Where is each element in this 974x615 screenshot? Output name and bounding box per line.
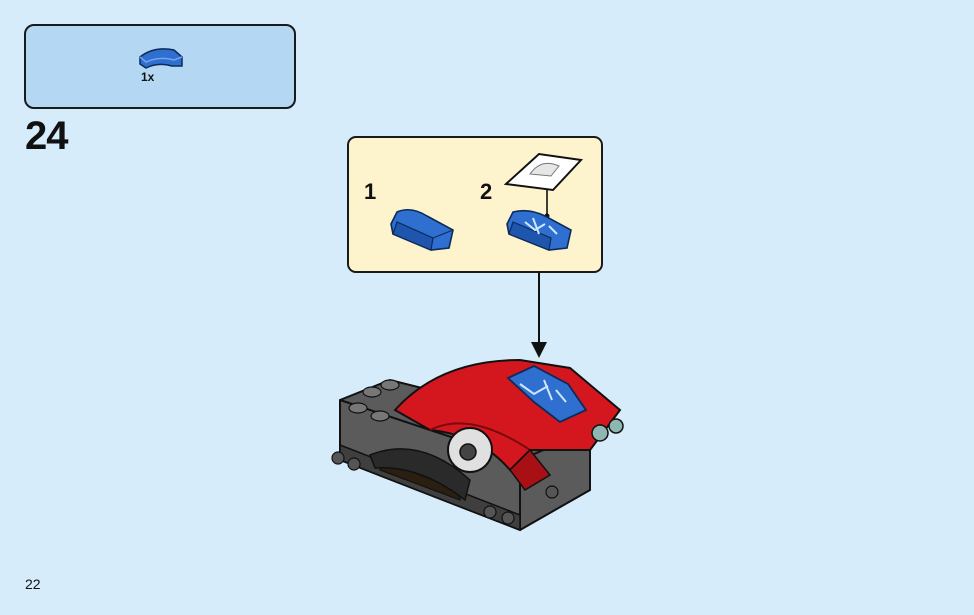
sub-assembly-box: 1 2 xyxy=(347,136,603,273)
blue-curved-slope-brick-icon xyxy=(139,48,183,69)
step-number: 24 xyxy=(25,114,68,158)
sub-step-number-2: 2 xyxy=(480,179,493,204)
blue-curved-slope-brick-icon xyxy=(390,208,454,251)
page-number: 22 xyxy=(25,576,41,592)
part-quantity: 1x xyxy=(141,70,155,84)
parts-list-box: 1x xyxy=(24,24,296,109)
sticker-sheet-icon xyxy=(503,152,584,219)
sub-step-number-1: 1 xyxy=(364,179,377,204)
sub-assembly-graphics xyxy=(390,152,584,251)
printed-blue-slope-brick-icon xyxy=(506,209,572,251)
vehicle-model-image xyxy=(331,358,624,532)
